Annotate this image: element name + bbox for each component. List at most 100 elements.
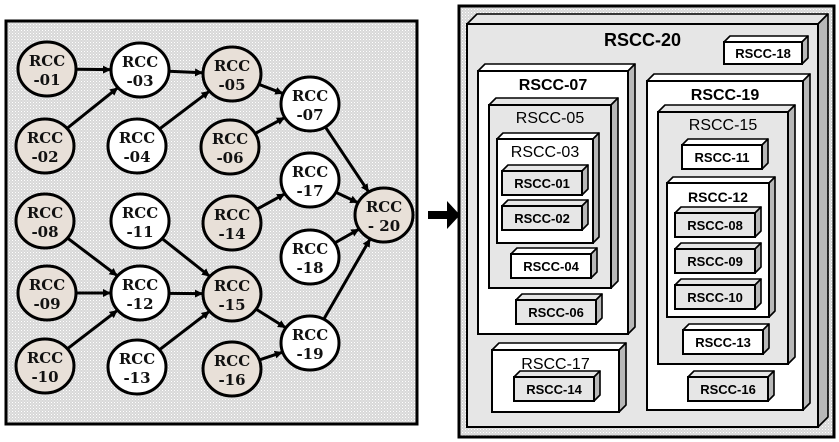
node-rcc-20: RCC- 20: [353, 186, 415, 244]
node-circle: [279, 314, 341, 372]
box-front-face: [513, 376, 595, 402]
box-rscc-01: RSCC-01: [501, 164, 589, 196]
node-rcc-09: RCC-09: [16, 264, 78, 322]
node-label-line1: RCC: [27, 349, 63, 367]
box-front-face: [681, 144, 763, 170]
box-label: RSCC-17: [521, 356, 590, 373]
node-label-line2: -15: [218, 296, 245, 314]
node-circle: [16, 40, 78, 98]
node-rcc-19: RCC-19: [279, 314, 341, 372]
box-rscc-06: RSCC-06: [515, 293, 603, 325]
box-label: RSCC-13: [695, 335, 751, 350]
node-rcc-08: RCC-08: [14, 192, 76, 250]
edge-11-to-15: [161, 237, 211, 278]
node-label-line2: -12: [126, 295, 153, 313]
box-front-face: [515, 299, 597, 325]
node-label-line1: RCC: [292, 326, 328, 344]
node-label-line2: -04: [123, 148, 150, 166]
node-label-line1: RCC: [122, 204, 158, 222]
box-rscc-18: RSCC-18: [723, 35, 809, 65]
node-label-line2: -13: [123, 369, 150, 387]
node-label-line2: -08: [31, 223, 58, 241]
box-side-face: [802, 73, 811, 411]
node-rcc-14: RCC-14: [201, 194, 263, 252]
box-top-face: [488, 97, 619, 106]
node-label-line2: -03: [126, 72, 153, 90]
box-side-face: [610, 97, 619, 289]
node-label-line1: RCC: [119, 129, 155, 147]
box-rscc-14: RSCC-14: [513, 370, 601, 402]
box-label: RSCC-11: [695, 150, 750, 165]
node-circle: [201, 340, 263, 398]
node-circle: [201, 194, 263, 252]
edge-03-to-05: [168, 68, 204, 77]
node-label-line1: RCC: [122, 53, 158, 71]
node-label-line2: -05: [218, 76, 245, 94]
graph-edges: [66, 65, 372, 362]
node-label-line1: RCC: [29, 276, 65, 294]
node-label-line2: -14: [218, 225, 245, 243]
node-label-line1: RCC: [214, 277, 250, 295]
node-rcc-13: RCC-13: [106, 338, 168, 396]
node-circle: [14, 117, 76, 175]
box-front-face: [674, 248, 756, 274]
box-label: RSCC-09: [687, 254, 743, 269]
box-front-face: [674, 284, 756, 310]
edge-16-to-19: [258, 350, 283, 362]
box-label: RSCC-19: [691, 87, 760, 104]
node-label-line2: -11: [126, 223, 153, 241]
edge-17-to-20: [335, 190, 359, 204]
node-circle: [201, 45, 263, 103]
node-circle: [109, 264, 171, 322]
edge-04-to-05: [158, 90, 210, 131]
node-rcc-12: RCC-12: [109, 264, 171, 322]
node-label-line2: -06: [216, 149, 243, 167]
node-label-line2: -07: [296, 106, 323, 124]
box-rscc-13: RSCC-13: [682, 323, 770, 355]
box-label: RSCC-04: [523, 259, 579, 274]
node-label-line2: -17: [296, 182, 323, 200]
node-label-line2: -10: [31, 368, 58, 386]
box-rscc-11: RSCC-11: [681, 138, 769, 170]
box-top-face: [646, 73, 811, 82]
box-front-face: [501, 205, 583, 231]
edge-18-to-20: [334, 228, 360, 245]
node-label-line1: RCC: [292, 163, 328, 181]
edge-08-to-12: [66, 236, 118, 277]
node-rcc-11: RCC-11: [109, 192, 171, 250]
node-circle: [14, 337, 76, 395]
node-rcc-16: RCC-16: [201, 340, 263, 398]
box-front-face: [723, 41, 803, 65]
node-label-line1: RCC: [214, 206, 250, 224]
node-label-line1: RCC: [292, 240, 328, 258]
box-label: RSCC-12: [688, 189, 748, 205]
node-label-line1: RCC: [212, 130, 248, 148]
node-label-line1: RCC: [214, 352, 250, 370]
edge-10-to-12: [66, 309, 118, 351]
box-label: RSCC-06: [528, 305, 584, 320]
box-front-face: [682, 329, 764, 355]
edge-05-to-07: [258, 82, 284, 95]
node-circle: [279, 75, 341, 133]
box-top-face: [657, 104, 796, 113]
node-rcc-04: RCC-04: [106, 117, 168, 175]
graph-nodes: RCC-01RCC-02RCC-03RCC-04RCC-05RCC-06RCC-…: [14, 40, 415, 398]
node-label-line2: -09: [33, 295, 60, 313]
edge-15-to-19: [255, 307, 286, 329]
transform-arrow: [428, 201, 460, 229]
edge-19-to-20: [322, 238, 372, 320]
node-circle: [279, 151, 341, 209]
box-label: RSCC-07: [519, 77, 588, 94]
node-circle: [201, 265, 263, 323]
box-label: RSCC-18: [735, 46, 791, 61]
containment-panel: RSCC-20RSCC-18RSCC-07RSCC-05RSCC-03RSCC-…: [457, 4, 836, 439]
node-label-line1: RCC: [366, 198, 402, 216]
node-label-line1: RCC: [122, 276, 158, 294]
box-front-face: [687, 376, 769, 402]
box-top-face: [466, 13, 829, 25]
edge-02-to-03: [66, 87, 119, 130]
node-circle: [106, 117, 168, 175]
node-rcc-05: RCC-05: [201, 45, 263, 103]
box-side-face: [817, 13, 829, 428]
box-side-face: [627, 63, 636, 335]
